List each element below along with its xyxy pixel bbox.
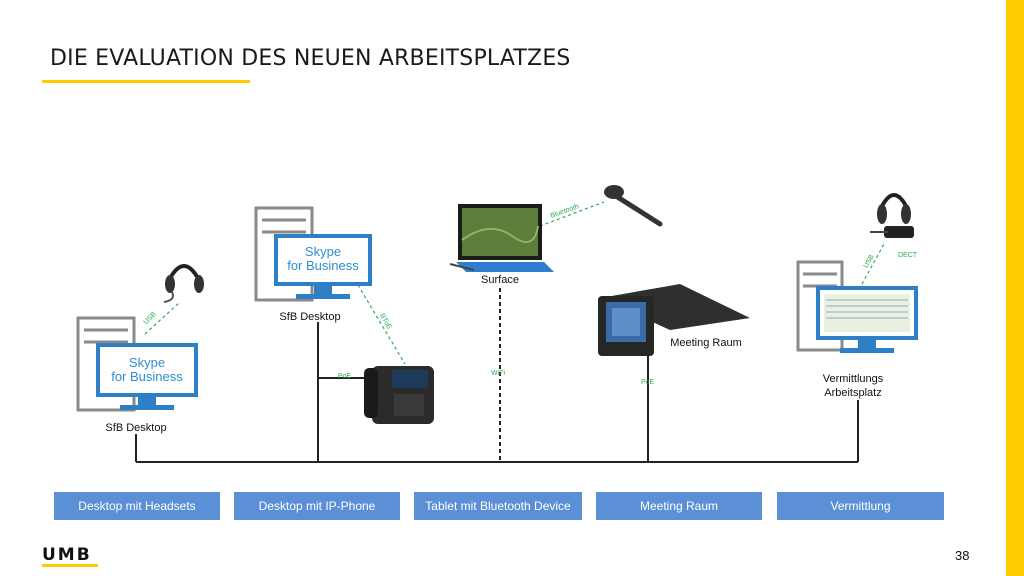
usb-link-headset-2 bbox=[861, 243, 885, 285]
logo-underline bbox=[42, 564, 98, 567]
skype-logo-2-line1: Skype bbox=[304, 244, 342, 259]
conn-label-wifi: WiFi bbox=[491, 370, 505, 377]
sfb-desktop-2-icon bbox=[254, 206, 372, 302]
skype-logo-1-line2: for Business bbox=[111, 369, 183, 384]
page-number: 38 bbox=[955, 548, 970, 563]
sfb-desktop-1-icon bbox=[76, 316, 198, 412]
label-vermittlungs-line2: Arbeitsplatz bbox=[824, 387, 882, 399]
label-surface: Surface bbox=[481, 274, 519, 286]
headset-1-icon bbox=[163, 264, 204, 303]
dect-headset-icon bbox=[870, 193, 914, 238]
umb-logo: UMB bbox=[42, 545, 92, 565]
category-desktop-headsets: Desktop mit Headsets bbox=[54, 492, 220, 520]
conference-phone-icon bbox=[598, 284, 750, 356]
conn-label-poe-2: PoE bbox=[641, 379, 655, 386]
title-underline bbox=[42, 80, 250, 83]
category-tablet-bluetooth: Tablet mit Bluetooth Device bbox=[414, 492, 582, 520]
bluetooth-headset-icon bbox=[604, 185, 663, 227]
slide-title: DIE EVALUATION DES NEUEN ARBEITSPLATZES bbox=[50, 46, 571, 71]
skype-logo-2-line2: for Business bbox=[287, 258, 359, 273]
usb-link-headset-1 bbox=[144, 301, 181, 335]
skype-logo-1-line1: Skype bbox=[128, 355, 166, 370]
vermittlungs-desktop-icon bbox=[796, 260, 918, 353]
btoe-link bbox=[357, 284, 406, 365]
conn-label-poe-1: PoE bbox=[338, 373, 352, 380]
category-desktop-ip-phone: Desktop mit IP-Phone bbox=[234, 492, 400, 520]
label-vermittlungs-line1: Vermittlungs bbox=[822, 373, 884, 385]
label-sfb-desktop-1: SfB Desktop bbox=[105, 422, 167, 434]
bluetooth-link bbox=[539, 201, 605, 227]
ip-phone-icon bbox=[364, 366, 434, 424]
category-vermittlung: Vermittlung bbox=[777, 492, 944, 520]
surface-tablet-icon bbox=[449, 204, 554, 272]
skype-logo-1: Skype for Business bbox=[101, 356, 193, 384]
label-sfb-desktop-2: SfB Desktop bbox=[279, 311, 341, 323]
side-accent-bar bbox=[1006, 0, 1024, 576]
conn-label-dect: DECT bbox=[898, 252, 918, 259]
label-meeting-raum: Meeting Raum bbox=[670, 337, 742, 349]
category-meeting-raum: Meeting Raum bbox=[596, 492, 762, 520]
skype-logo-2: Skype for Business bbox=[277, 245, 369, 273]
label-vermittlungs-arbeitsplatz: Vermittlungs Arbeitsplatz bbox=[808, 372, 898, 400]
